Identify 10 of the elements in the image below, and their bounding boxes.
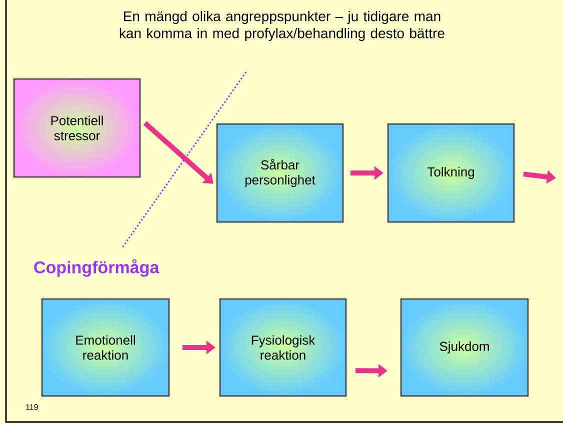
- page-number: 119: [26, 404, 38, 410]
- process-box: Potentiell stressor: [14, 78, 140, 178]
- process-box: Emotionell reaktion: [42, 298, 170, 396]
- process-box: Tolkning: [388, 124, 514, 222]
- process-box: Sårbar personlighet: [216, 124, 344, 222]
- process-box: Fysiologisk reaktion: [220, 298, 346, 396]
- process-box: Sjukdom: [400, 298, 528, 396]
- title: En mängd olika angreppspunkter – ju tidigare man kan komma in med profylax/behandling desto bättre: [120, 10, 444, 42]
- coping-label: Copingförmåga: [34, 259, 160, 277]
- arrow: [143, 121, 214, 184]
